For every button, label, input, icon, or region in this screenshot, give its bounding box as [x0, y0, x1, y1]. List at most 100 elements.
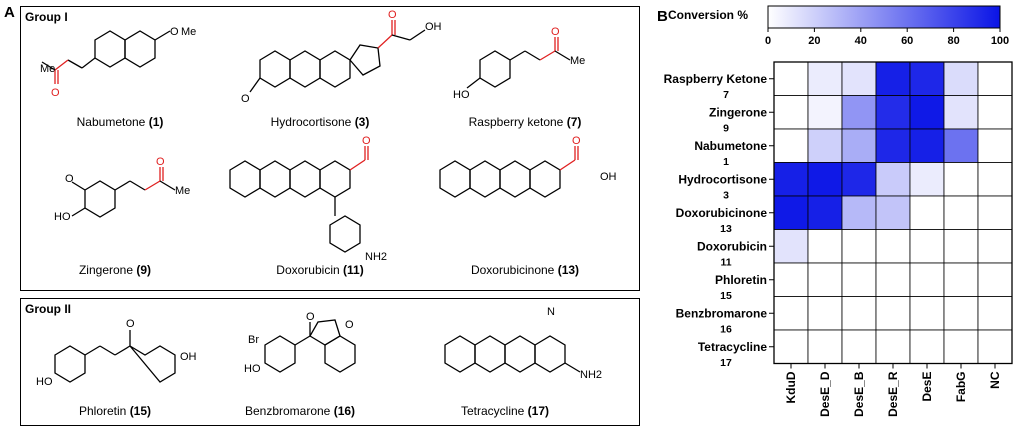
colorbar-tick-label: 60 [901, 35, 913, 47]
group-1-box [20, 6, 640, 291]
row-label: Phloretin [715, 273, 767, 287]
phloretin-structure [54, 330, 176, 383]
svg-text:NH2: NH2 [365, 251, 387, 263]
heatmap-cell [773, 296, 809, 331]
heatmap-cell [977, 329, 1013, 364]
row-label: Zingerone [709, 105, 767, 119]
heatmap-cell [807, 162, 843, 197]
heatmap-cell [943, 61, 979, 96]
heatmap-cell [841, 61, 877, 96]
column-label: NC [988, 371, 1002, 389]
hydrocortisone-structure [249, 20, 426, 93]
heatmap-cell [807, 195, 843, 230]
heatmap-cell [807, 329, 843, 364]
colorbar-tick-label: 100 [991, 35, 1009, 47]
row-number-label: 3 [723, 189, 729, 201]
svg-text:O: O [345, 319, 354, 331]
heatmap-cell [977, 262, 1013, 297]
heatmap-cell [943, 296, 979, 331]
heatmap-cell [841, 128, 877, 163]
colorbar-tick-label: 80 [947, 35, 959, 47]
column-label: DesE [920, 372, 934, 402]
column-label: DesE_R [886, 371, 900, 417]
svg-text:O: O [241, 93, 250, 105]
heatmap-cell [977, 61, 1013, 96]
heatmap-cell [875, 195, 911, 230]
heatmap-cell [807, 128, 843, 163]
svg-text:N: N [547, 306, 555, 318]
heatmap-cell [875, 95, 911, 130]
compound-label-doxorubicinone: Doxorubicinone (13) [470, 263, 580, 277]
heatmap-cell [909, 162, 945, 197]
svg-text:HO: HO [244, 363, 261, 375]
compound-label-tetracycline: Tetracycline (17) [460, 404, 550, 418]
svg-text:O: O [156, 156, 165, 168]
row-number-label: 17 [720, 357, 732, 369]
atom-me: Me [40, 63, 55, 75]
heatmap-cell [909, 262, 945, 297]
svg-text:OH: OH [180, 351, 197, 363]
group-1-title: Group I [25, 10, 68, 24]
row-label: Raspberry Ketone [664, 72, 768, 86]
heatmap-cell [875, 162, 911, 197]
heatmap-cell [841, 195, 877, 230]
heatmap-cell [841, 162, 877, 197]
compound-label-hydrocortisone: Hydrocortisone (3) [270, 115, 370, 129]
row-number-label: 7 [723, 89, 729, 101]
heatmap-cell [773, 61, 809, 96]
colorbar-tick-label: 20 [808, 35, 820, 47]
heatmap-cell [943, 329, 979, 364]
nabumetone-structure [41, 30, 171, 84]
row-label: Tetracycline [698, 340, 767, 354]
colorbar-tick-label: 0 [765, 35, 771, 47]
row-number-label: 16 [720, 323, 732, 335]
row-number-label: 15 [720, 290, 732, 302]
group-2-title: Group II [25, 302, 71, 316]
svg-text:HO: HO [453, 89, 470, 101]
svg-text:OH: OH [600, 171, 617, 183]
compound-label-phloretin: Phloretin (15) [78, 404, 152, 418]
heatmap-cell [977, 95, 1013, 130]
heatmap-cell [977, 128, 1013, 163]
svg-text:O: O [170, 26, 179, 38]
row-number-label: 13 [720, 223, 732, 235]
svg-text:HO: HO [36, 376, 53, 388]
heatmap-cell [943, 128, 979, 163]
heatmap-cell [875, 296, 911, 331]
heatmap-cell [909, 296, 945, 331]
column-label: DesE_D [818, 371, 832, 417]
doxorubicin-structure [229, 146, 369, 253]
heatmap-cell [977, 229, 1013, 264]
heatmap-cell [875, 128, 911, 163]
heatmap-cell [909, 229, 945, 264]
heatmap-cell [807, 296, 843, 331]
row-number-label: 1 [723, 156, 729, 168]
doxorubicinone-structure [439, 146, 579, 198]
heatmap-cell [875, 329, 911, 364]
heatmap-cell [909, 61, 945, 96]
heatmap-cell [909, 329, 945, 364]
compound-label-doxorubicin: Doxorubicin (11) [276, 263, 364, 277]
heatmap-cell [841, 229, 877, 264]
zingerone-structure [71, 167, 176, 218]
heatmap-cell [773, 95, 809, 130]
row-label: Benzbromarone [676, 306, 768, 320]
row-label: Doxorubicin [697, 239, 767, 253]
heatmap-cell [875, 229, 911, 264]
svg-text:O: O [551, 26, 560, 38]
compound-label-benzbromarone: Benzbromarone (16) [244, 404, 356, 418]
heatmap-cell [943, 229, 979, 264]
heatmap-cell [977, 296, 1013, 331]
svg-text:OH: OH [425, 21, 442, 33]
heatmap-cell [875, 262, 911, 297]
svg-text:O: O [65, 173, 74, 185]
heatmap-cell [841, 329, 877, 364]
group-2-box [20, 298, 640, 426]
compound-label-zingerone: Zingerone (9) [78, 263, 152, 277]
panel-a-letter: A [4, 4, 15, 21]
row-number-label: 11 [720, 256, 731, 268]
heatmap-cell [807, 61, 843, 96]
heatmap-cell [977, 162, 1013, 197]
svg-text:Me: Me [175, 185, 190, 197]
